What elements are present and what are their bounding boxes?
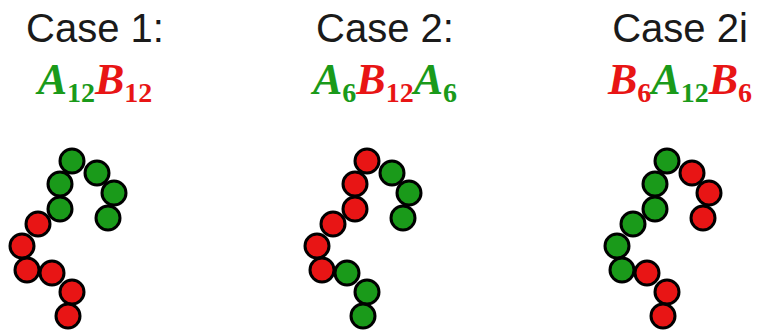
chain-case-1 bbox=[10, 149, 126, 328]
case-heading-slot: Case 1: bbox=[26, 4, 164, 52]
block-length: 6 bbox=[342, 77, 356, 108]
chain-case-2i bbox=[605, 149, 721, 328]
block-letter: A bbox=[38, 55, 67, 104]
block-formula: A6B12A6 bbox=[313, 54, 457, 119]
block-letter: A bbox=[651, 55, 680, 104]
block-length: 6 bbox=[443, 77, 457, 108]
block-letter: B bbox=[95, 55, 124, 104]
block-length: 6 bbox=[637, 77, 651, 108]
case-column: Case 1:A12B12 bbox=[26, 4, 164, 119]
block-letter: B bbox=[709, 55, 738, 104]
case-column: Case 2iB6A12B6 bbox=[608, 4, 752, 119]
case-heading-slot: Case 2: bbox=[316, 4, 454, 52]
block-formula: A12B12 bbox=[38, 54, 153, 119]
case-heading: Case 2i bbox=[612, 4, 748, 52]
block-letter: A bbox=[313, 55, 342, 104]
case-heading-slot: Case 2i bbox=[612, 4, 748, 52]
block-length: 12 bbox=[681, 77, 709, 108]
block-length: 12 bbox=[67, 77, 95, 108]
case-heading: Case 1: bbox=[26, 4, 164, 52]
block-letter: B bbox=[356, 55, 385, 104]
chain-case-2 bbox=[305, 149, 421, 328]
block-length: 12 bbox=[124, 77, 152, 108]
block-length: 6 bbox=[738, 77, 752, 108]
case-column: Case 2:A6B12A6 bbox=[313, 4, 457, 119]
case-heading: Case 2: bbox=[316, 4, 454, 52]
block-length: 12 bbox=[386, 77, 414, 108]
block-letter: A bbox=[414, 55, 443, 104]
block-letter: B bbox=[608, 55, 637, 104]
block-formula: B6A12B6 bbox=[608, 54, 752, 119]
